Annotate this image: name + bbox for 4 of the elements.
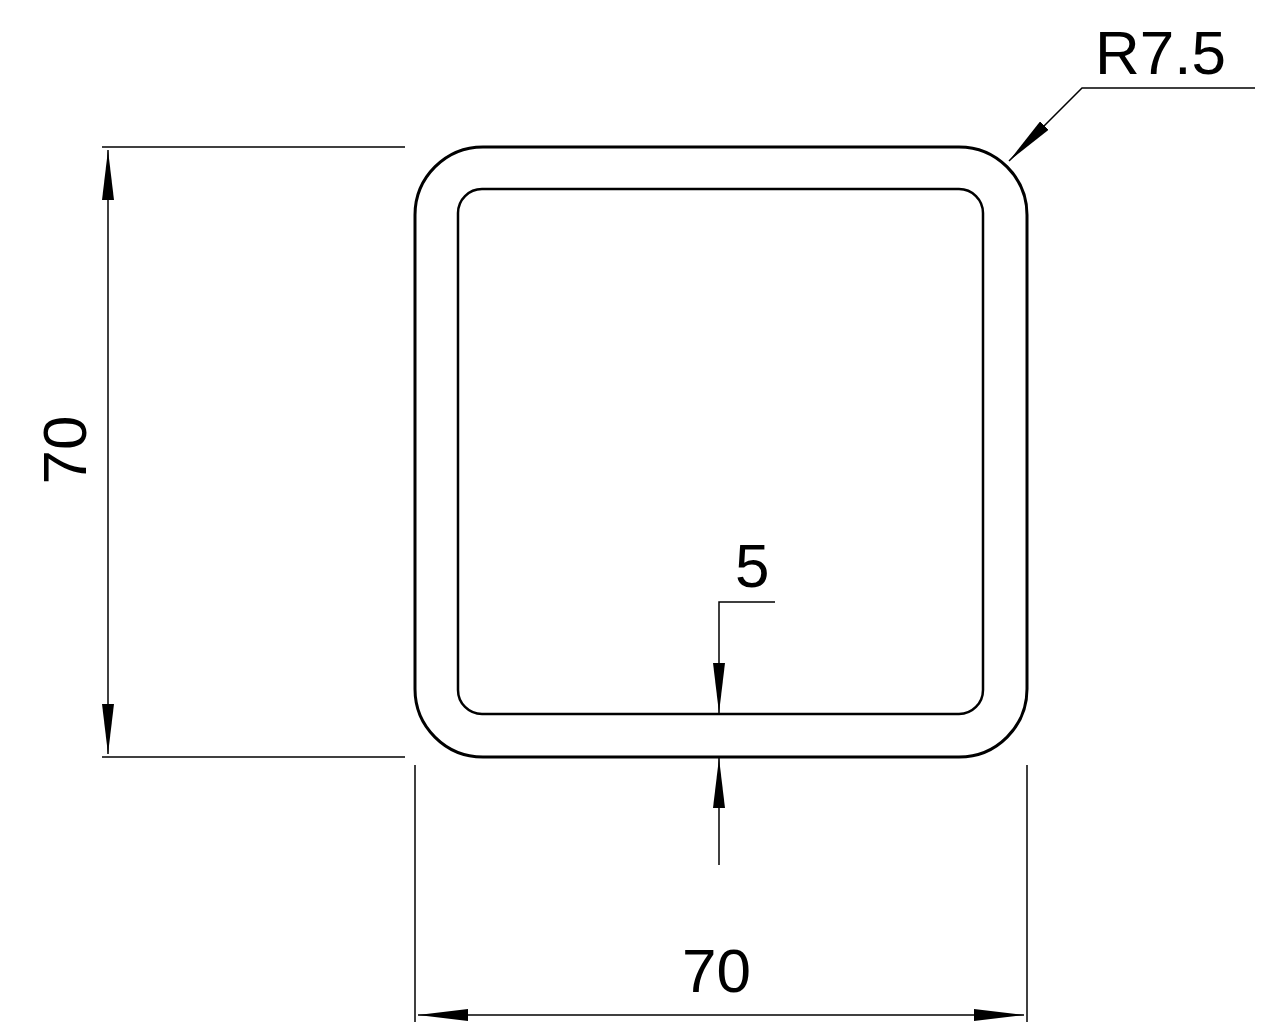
dimension-label: 70 <box>34 415 96 485</box>
dimension-label: 5 <box>735 535 770 597</box>
dimension-label: R7.5 <box>1095 22 1226 84</box>
dimension-label: 70 <box>682 940 751 1002</box>
